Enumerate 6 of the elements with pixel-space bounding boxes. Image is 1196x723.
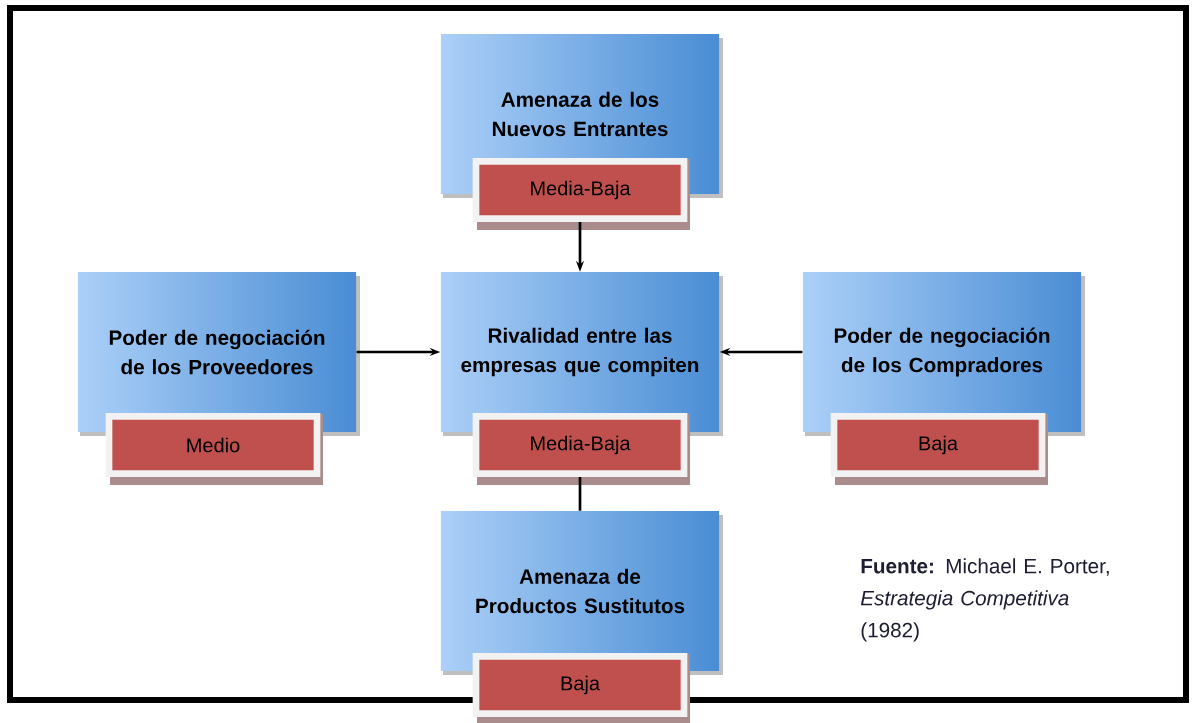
rating-box: Media-Baja	[472, 413, 690, 485]
rating-box: Media-Baja	[472, 158, 690, 230]
rating-box: Baja	[472, 653, 690, 723]
source-note: Fuente: Michael E. Porter, Estrategia Competitiva (1982)	[860, 558, 1109, 642]
rating-box: Baja	[830, 413, 1048, 485]
rating-box: Medio	[105, 413, 323, 485]
